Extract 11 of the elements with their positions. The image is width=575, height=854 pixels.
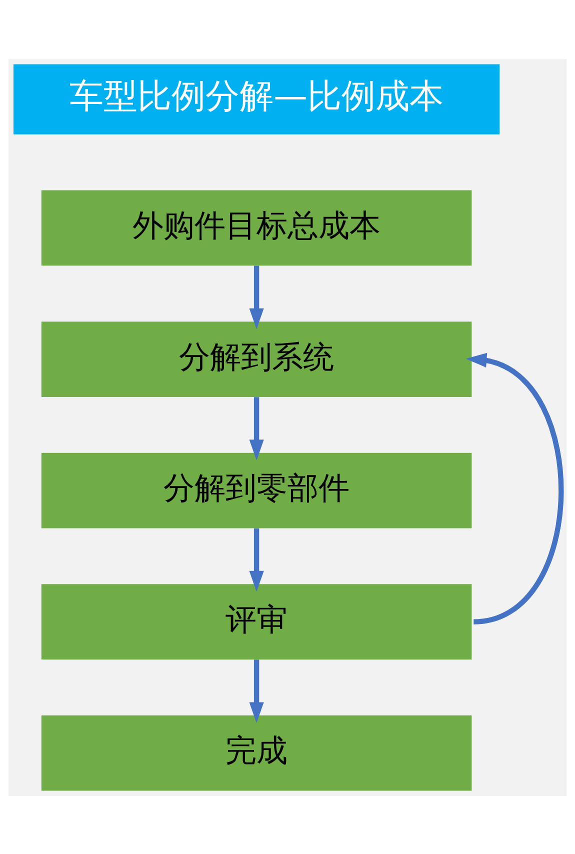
node-box: 外购件目标总成本 (41, 190, 472, 266)
node-box: 评审 (41, 584, 472, 660)
arrow (249, 396, 264, 460)
arrow (249, 659, 264, 723)
node-box: 分解到系统 (41, 321, 472, 396)
node-box: 完成 (41, 714, 472, 790)
node-box: 车型比例分解—比例成本 (14, 64, 500, 134)
node-box: 分解到零部件 (41, 452, 472, 528)
arrow (466, 352, 564, 624)
arrow (249, 265, 264, 329)
arrow (249, 528, 264, 592)
